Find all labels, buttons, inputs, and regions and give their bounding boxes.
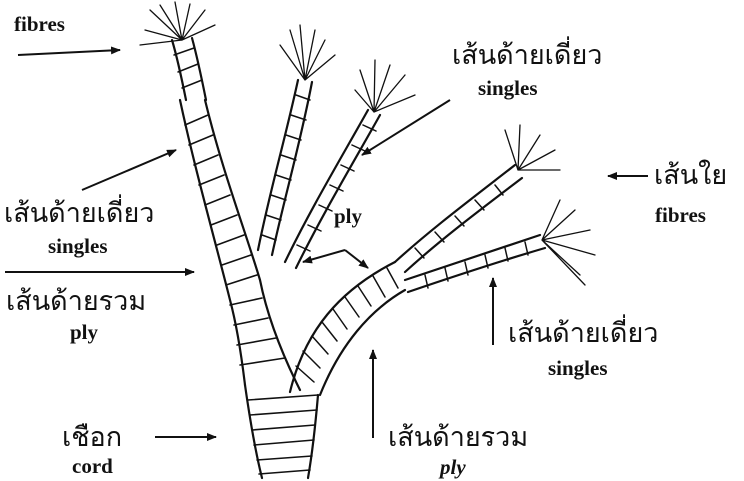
single-strand-center [258,80,312,255]
single-strand-left [172,38,206,100]
label-singles-top-thai: เส้นด้ายเดี่ยว [452,42,602,69]
arrow-ply-center-right [345,250,368,268]
label-ply-bottom: ply [440,457,466,478]
arrow-fibres-top-left [18,50,120,55]
single-strand-right-lower [405,235,545,292]
right-ply-strand [290,262,405,395]
label-singles-left-thai: เส้นด้ายเดี่ยว [4,200,154,227]
label-ply-left: ply [70,322,98,343]
arrow-singles-left [82,150,176,190]
label-singles-left: singles [48,236,108,257]
label-cord: cord [72,456,113,477]
label-singles-right: singles [548,358,608,379]
label-ply-bottom-thai: เส้นด้ายรวม [388,424,528,451]
arrow-ply-center-left [303,250,345,262]
label-singles-right-thai: เส้นด้ายเดี่ยว [508,320,658,347]
label-ply-left-thai: เส้นด้ายรวม [6,288,146,315]
single-strand-right-upper [395,165,522,272]
label-cord-thai: เชือก [62,424,122,451]
label-ply-center: ply [334,206,362,227]
label-fibres-right: fibres [655,205,706,226]
label-fibres-top-left: fibres [14,14,65,35]
single-strand-center-right [285,110,380,268]
label-singles-top: singles [478,78,538,99]
label-fibres-right-thai: เส้นใย [654,162,727,189]
cord-shape [245,385,318,478]
